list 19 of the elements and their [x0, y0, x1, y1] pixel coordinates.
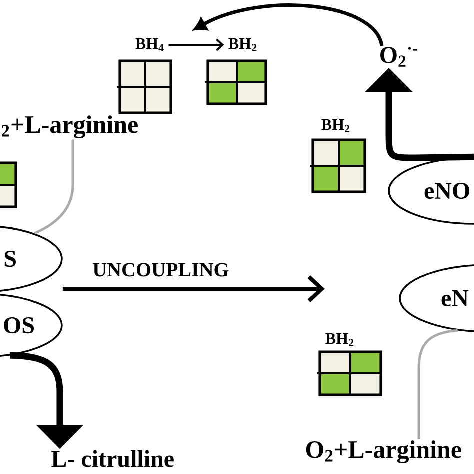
grid-box: BH$_{4}$	[117, 38, 172, 114]
node-label: BH$_{2}$	[228, 38, 257, 52]
node-label: BH$_{4}$	[136, 38, 164, 52]
grid-box: BH$_{2}$	[317, 333, 382, 396]
grid-box: BH$_{2}$	[310, 119, 366, 194]
edge-label: UNCOUPLING	[92, 262, 230, 278]
substrate-label: $_{2}$+L-arginine	[2, 116, 138, 139]
grid-box: BH$_{2}$	[205, 38, 268, 106]
node-label: BH$_{2}$	[326, 333, 354, 347]
product-label: L- citrulline	[52, 450, 174, 468]
curved-arrow	[194, 4, 384, 47]
arrow	[62, 276, 325, 302]
grid-box	[0, 162, 18, 208]
substrate-label: O$_{2}$+L-arginine	[306, 440, 462, 464]
arrow	[168, 38, 224, 52]
species-label: O$_{2}$·-	[380, 47, 418, 67]
connector-line	[34, 140, 74, 235]
connector-line	[418, 329, 458, 440]
node-label: BH$_{2}$	[322, 119, 350, 133]
